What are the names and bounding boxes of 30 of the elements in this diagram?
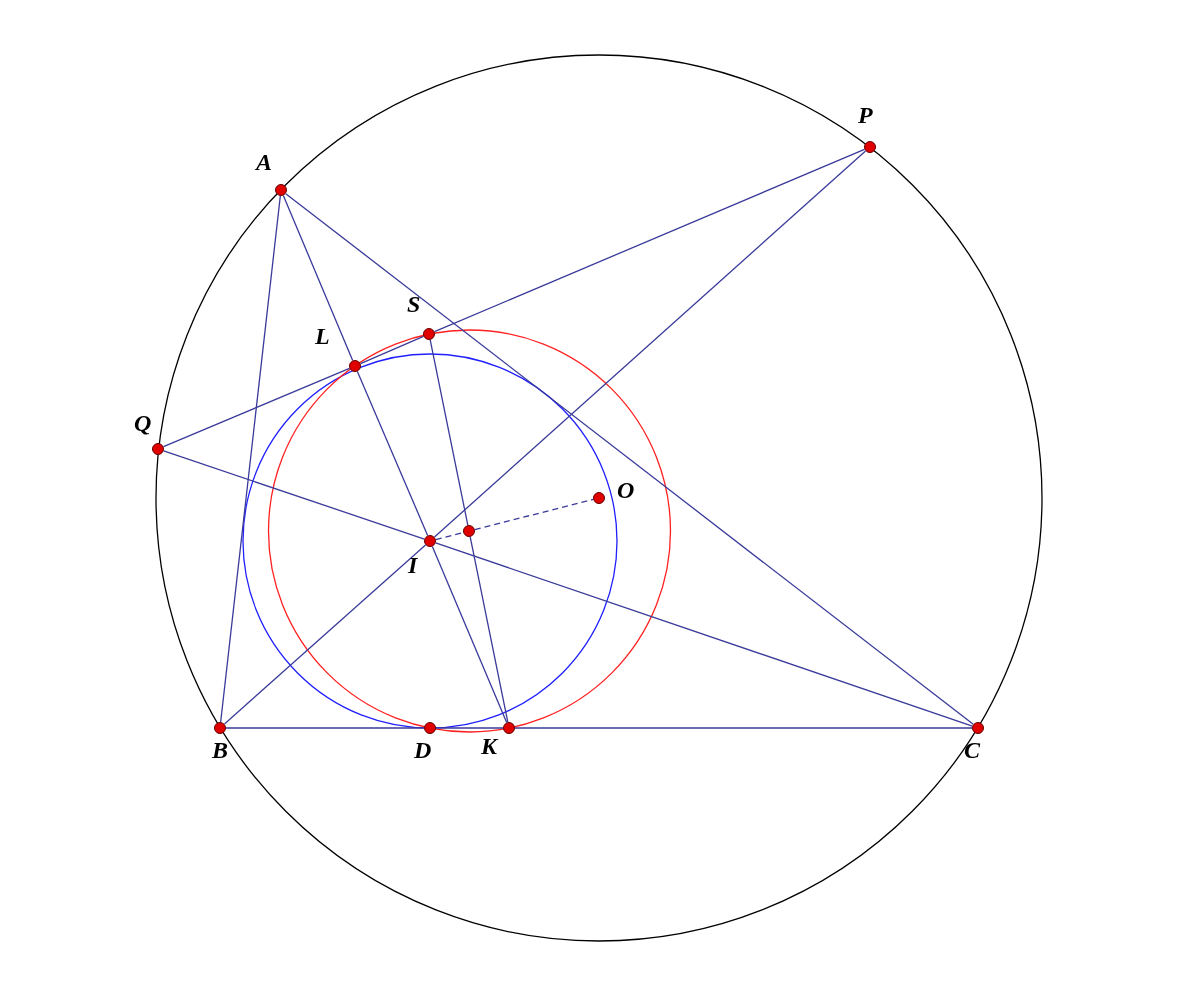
point-label: S — [407, 292, 421, 316]
point-label: O — [617, 478, 635, 502]
line-segment — [163, 450, 425, 540]
line-segment — [359, 335, 425, 365]
line-segment — [514, 727, 973, 729]
line-segment — [433, 148, 866, 333]
dashed-segment — [435, 531, 464, 541]
line-segment — [162, 367, 351, 448]
point-label: D — [414, 738, 432, 762]
line-segment — [429, 339, 469, 526]
point-label: Q — [134, 411, 152, 435]
line-segment — [356, 370, 429, 537]
line-segment — [225, 727, 425, 729]
point-label: L — [315, 324, 330, 348]
line-segment — [469, 536, 509, 723]
line-segment — [282, 194, 354, 362]
point-label: B — [212, 738, 228, 762]
line-segment — [433, 150, 867, 538]
line-segment — [220, 195, 281, 723]
line-segment — [435, 727, 504, 729]
line-segment — [223, 544, 427, 725]
line-segment — [285, 193, 974, 725]
line-segment — [431, 545, 508, 724]
line-segment — [435, 542, 973, 727]
point-label: I — [408, 553, 418, 577]
point-label: P — [858, 103, 873, 127]
point-label: K — [481, 734, 497, 758]
point-label: A — [256, 150, 272, 174]
point-label: C — [964, 738, 980, 762]
dashed-segment — [474, 498, 594, 531]
